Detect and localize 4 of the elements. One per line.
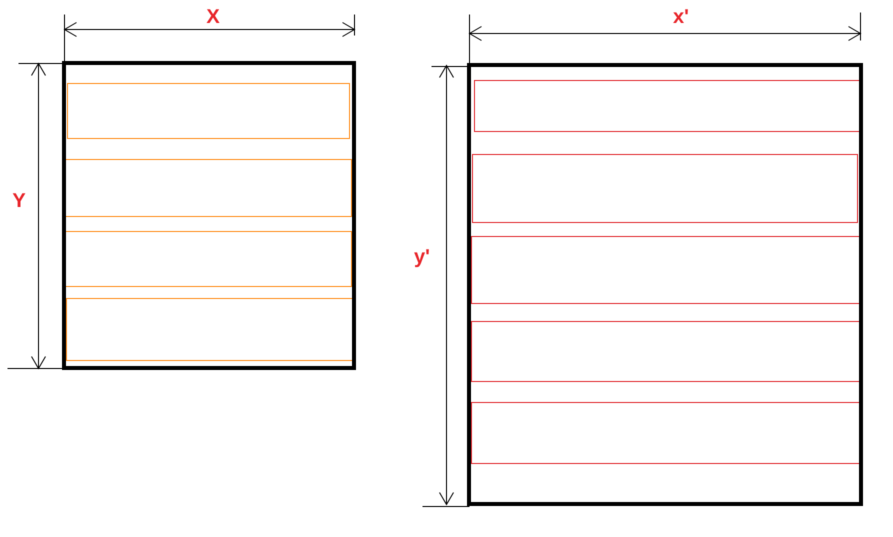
dimension-label: x'	[673, 6, 689, 28]
dimension-label: X	[206, 6, 220, 28]
dimension-label: Y	[12, 190, 26, 212]
dimension-label: y'	[414, 246, 430, 268]
